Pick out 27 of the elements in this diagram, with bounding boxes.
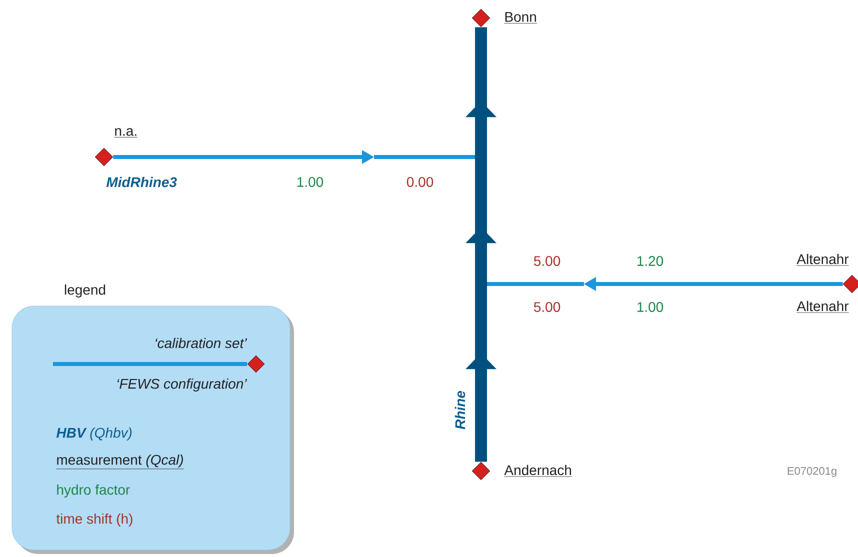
legend-entry: hydro factor (57, 484, 130, 498)
value-label: 1.00 (297, 177, 324, 187)
station-name: Andernach (504, 464, 572, 477)
edge-label: MidRhine3 (106, 176, 177, 188)
station-name: Bonn (504, 12, 538, 24)
station-name: n.a. (114, 128, 138, 138)
legend-entry: measurement (Qcal) (56, 454, 184, 470)
river-arrow (113, 150, 374, 164)
station-diamond (472, 462, 490, 480)
legend-entry: ‘FEWS configuration’ (117, 378, 247, 392)
river-arrow (584, 277, 843, 291)
edge-label: Rhine (454, 390, 466, 430)
figure-code: E070201g (788, 467, 836, 477)
legend-entry: ‘calibration set’ (156, 338, 247, 348)
value-label: 1.20 (637, 256, 664, 266)
value-label: 0.00 (406, 177, 434, 187)
legend-title: legend (64, 284, 106, 298)
value-label: 1.00 (637, 302, 664, 312)
station-name: Altenahr (796, 254, 850, 266)
station-diamond (472, 8, 490, 28)
legend-entry: time shift (h) (56, 513, 132, 527)
station-diamond (94, 148, 114, 166)
value-label: 5.00 (534, 256, 560, 266)
value-label: 5.00 (534, 302, 560, 312)
station-name: Altenahr (796, 300, 850, 313)
station-diamond (842, 274, 858, 294)
legend-entry: HBV (Qhbv) (56, 427, 132, 441)
